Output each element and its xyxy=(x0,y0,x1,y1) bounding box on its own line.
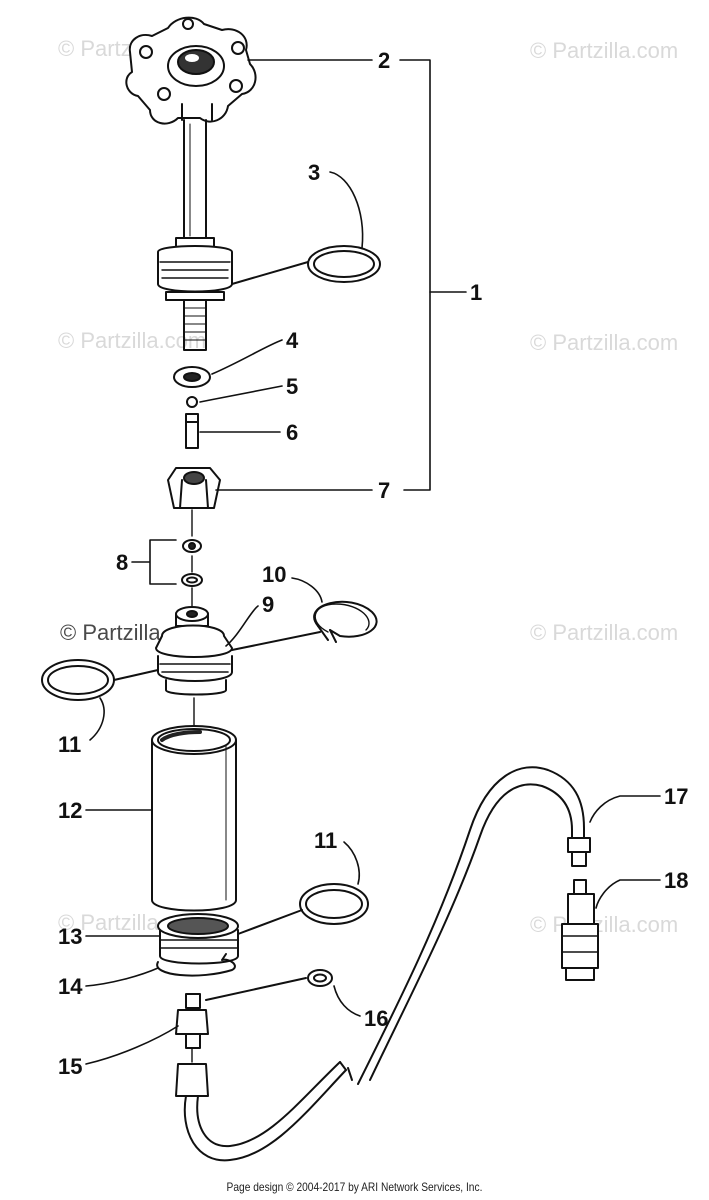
snap-ring-part xyxy=(156,953,236,977)
callout-number: 9 xyxy=(262,592,274,617)
callout-number: 13 xyxy=(58,924,82,949)
callout-number: 1 xyxy=(470,280,482,305)
ball-part xyxy=(186,396,198,408)
watermark: © Partzilla.com xyxy=(530,38,679,63)
o-ring-part xyxy=(307,245,381,283)
o-ring-part xyxy=(299,883,369,925)
hose-part xyxy=(357,766,585,1085)
washer-part xyxy=(307,969,333,987)
callout-number: 18 xyxy=(664,868,688,893)
callout-number: 10 xyxy=(262,562,286,587)
handle-knob-part xyxy=(125,16,257,351)
callout-number: 7 xyxy=(378,478,390,503)
valve-body-part xyxy=(155,606,233,696)
watermark: © Partzilla.com xyxy=(530,620,679,645)
callout-number: 3 xyxy=(308,160,320,185)
callout-number: 6 xyxy=(286,420,298,445)
copyright-footer: Page design © 2004-2017 by ARI Network S… xyxy=(226,1180,483,1194)
callout-number: 15 xyxy=(58,1054,82,1079)
pin-part xyxy=(185,413,199,449)
quick-connector-part xyxy=(561,879,599,981)
bottom-cap-part xyxy=(157,913,239,965)
callout-number: 11 xyxy=(58,732,81,757)
callout-number: 4 xyxy=(286,328,299,353)
callout-number: 2 xyxy=(378,48,390,73)
callout-number: 12 xyxy=(58,798,82,823)
watermark: © Partzilla.com xyxy=(530,330,679,355)
fitting-part xyxy=(175,993,209,1097)
callout-number: 8 xyxy=(116,550,128,575)
callout-number: 11 xyxy=(314,828,337,853)
callout-number: 14 xyxy=(58,974,83,999)
callout-number: 5 xyxy=(286,374,298,399)
split-ring-part xyxy=(313,600,378,643)
watermark: © Partzilla.com xyxy=(58,328,207,353)
hex-nut-part xyxy=(167,467,221,509)
cylinder-part xyxy=(151,725,237,912)
callout-number: 17 xyxy=(664,784,688,809)
hose-part xyxy=(183,1069,347,1162)
callout-number: 16 xyxy=(364,1006,388,1031)
watermark: © Partzilla.com xyxy=(530,912,679,937)
